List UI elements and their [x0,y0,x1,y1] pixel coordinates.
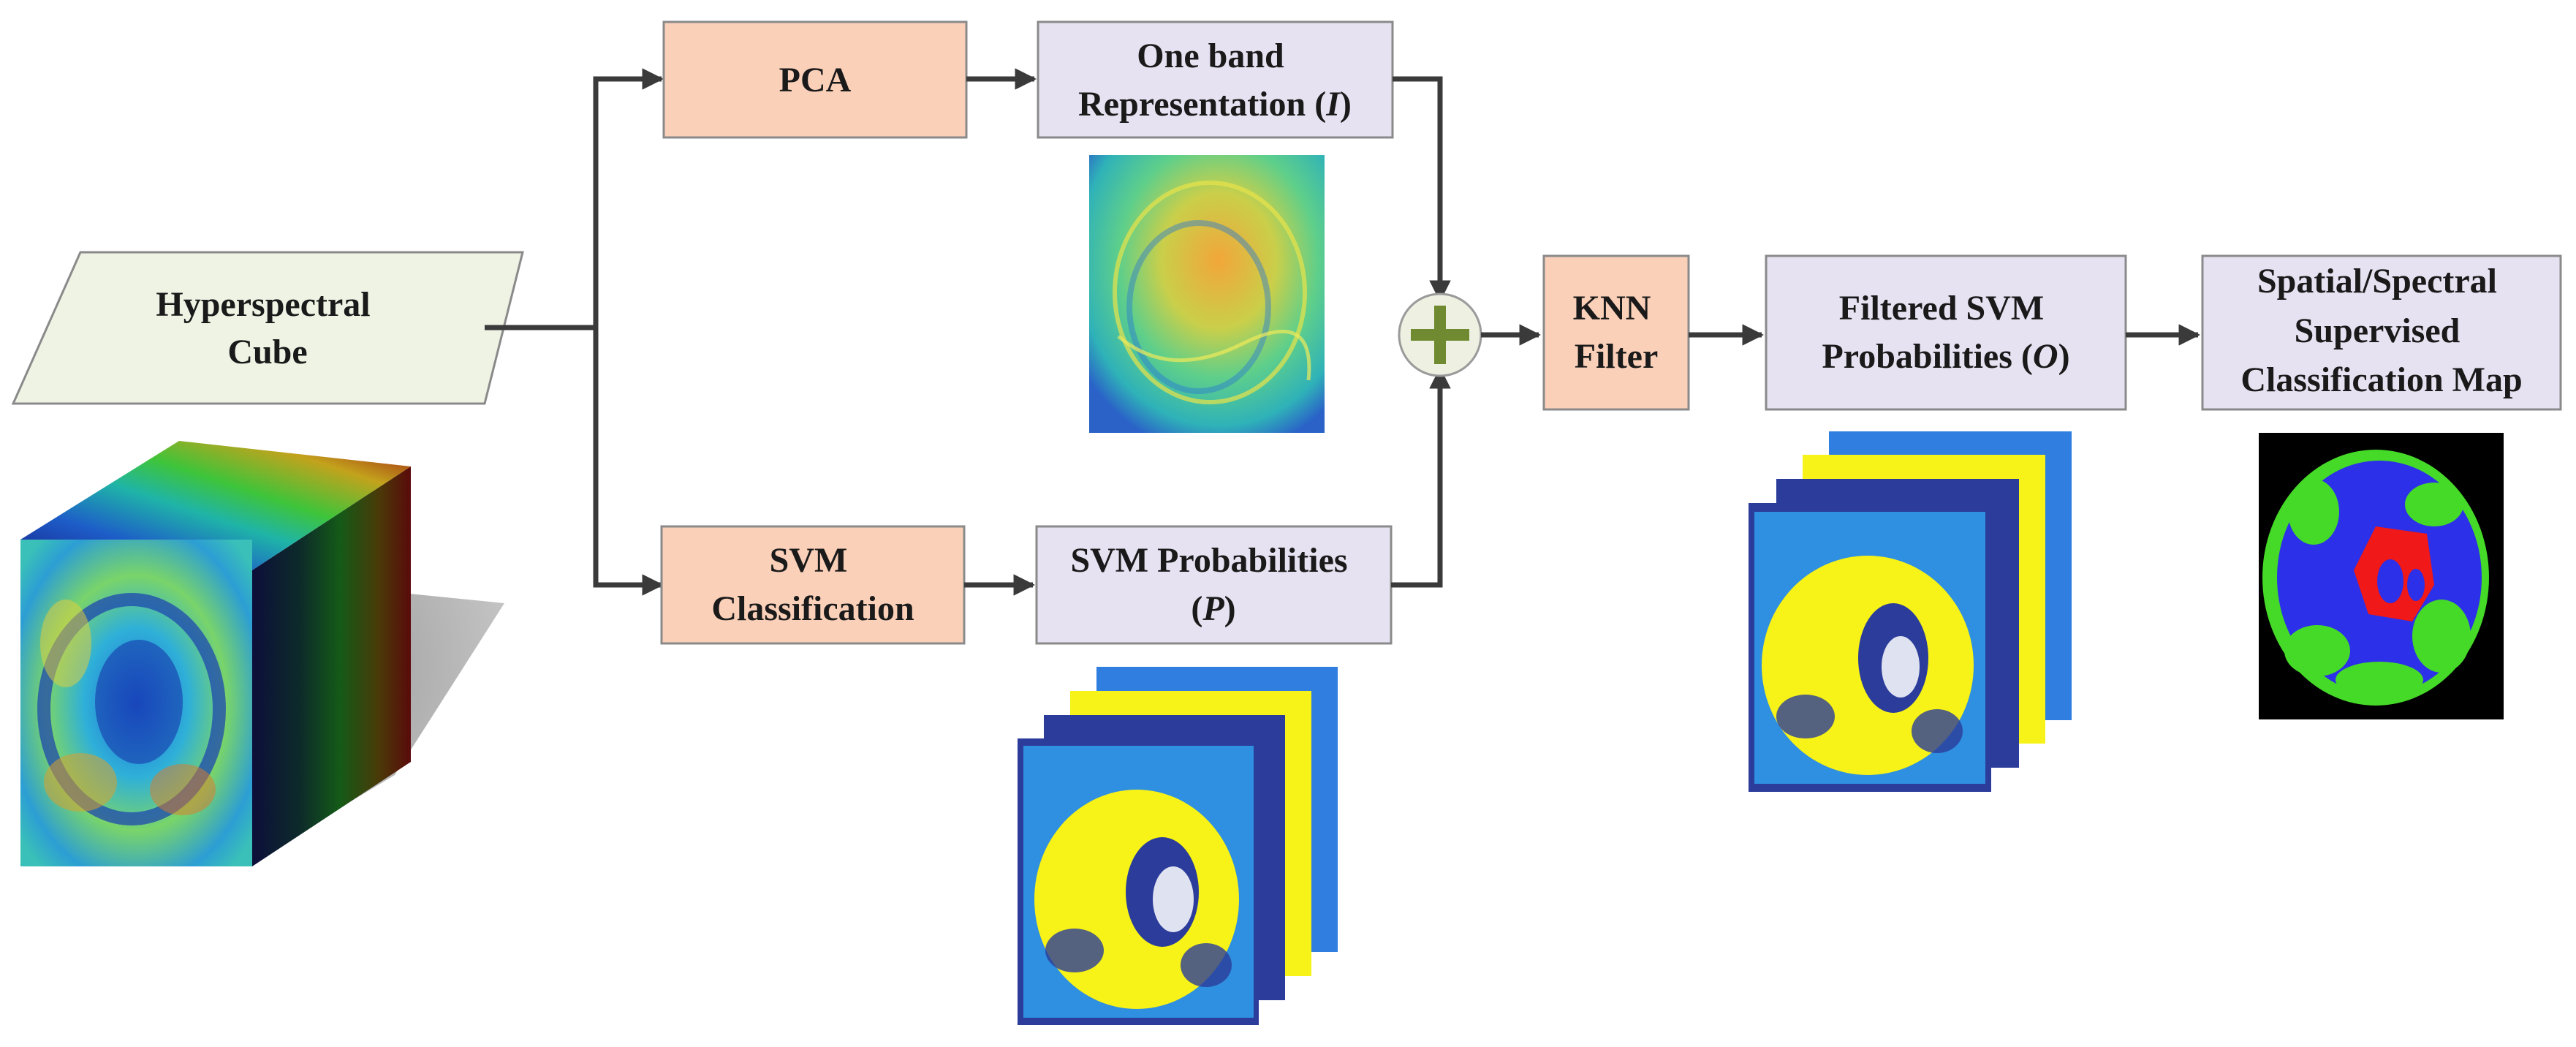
svm-classification-box [660,525,966,645]
one-band-image [1089,155,1325,433]
hyperspectral-cube-image [20,441,504,866]
classification-map-label: Spatial/Spectral Supervised Classificati… [2240,262,2522,399]
svm-probabilities-box [1035,525,1393,645]
classification-map-box [2201,254,2562,411]
one-band-box [1037,20,1394,139]
knn-filter-label: KNN Filter [1573,289,1660,376]
input-label: Hyperspectral Cube [156,285,379,371]
knn-filter-box [1542,254,1690,411]
one-band-label: One band Representation (I) [1078,37,1352,124]
classification-map-image [2259,433,2504,719]
svm-classification-label: SVM Classification [711,541,914,628]
filtered-probabilities-box [1765,254,2127,411]
merge-connectors [1391,76,1451,588]
plus-operator [1398,292,1482,377]
branch-connectors [485,68,664,596]
svm-probabilities-label: SVM Probabilities (P) [1070,541,1356,628]
filtered-probabilities-label: Filtered SVM Probabilities (O) [1822,289,2069,376]
filtered-probability-stack-image [1749,431,2072,792]
pca-label: PCA [779,61,852,99]
input-parallelogram [11,251,524,405]
pca-box [662,20,968,139]
svm-probability-stack-image [1018,667,1338,1025]
